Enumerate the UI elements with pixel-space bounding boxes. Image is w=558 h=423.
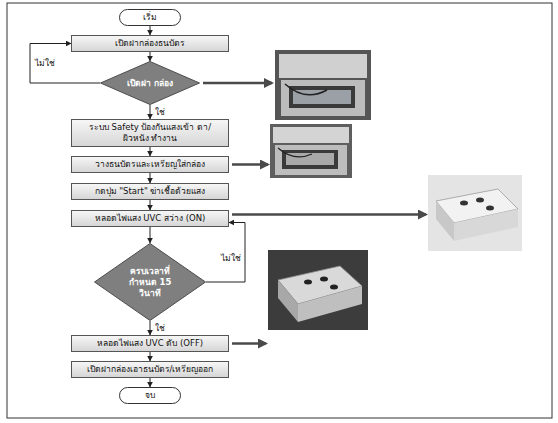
node-text-holder: เปิดฝากล่องเอาธนบัตร/เหรียญออก <box>76 364 224 375</box>
flow-connector <box>150 52 151 61</box>
leader-arrow <box>203 82 272 85</box>
node-label: หลอดไฟแสง UVC ดับ (OFF) <box>76 338 224 349</box>
box-lid <box>279 54 367 78</box>
photo-open-box <box>275 50 371 120</box>
box-side <box>436 201 454 241</box>
flow-connector <box>150 26 151 35</box>
node-label: หลอดไฟแสง UVC สว่าง (ON) <box>76 213 224 224</box>
node-text-holder: จบ <box>126 390 174 401</box>
process-box: หลอดไฟแสง UVC ดับ (OFF) <box>71 335 229 352</box>
node-label: ระบบ Safety ป้องกันแสงเข้า ตา/ผิวหนัง ทำ… <box>76 122 224 144</box>
process-box: วางธนบัตรและเหรียญใส่กล่อง <box>71 156 229 173</box>
box-front <box>298 286 362 322</box>
node-text-holder: หลอดไฟแสง UVC สว่าง (ON) <box>76 213 224 224</box>
node-text-holder: เปิดฝา กล่อง <box>125 78 175 89</box>
node-text-holder: วางธนบัตรและเหรียญใส่กล่อง <box>76 159 224 170</box>
process-box: หลอดไฟแสง UVC สว่าง (ON) <box>71 210 229 227</box>
box-body <box>275 145 347 175</box>
terminal-oval: จบ <box>119 387 181 404</box>
node-text-holder: กดปุ่ม "Start" ฆ่าเชื้อด้วยแสง <box>76 186 224 197</box>
node-label: เปิดฝา กล่อง <box>125 78 175 89</box>
node-text-holder: เปิดฝากล่องธนบัตร <box>76 38 224 49</box>
flow-connector <box>150 200 151 210</box>
cable <box>278 148 312 157</box>
decision-diamond: ครบเวลาที่ กำหนด 15 วินาที <box>94 243 206 321</box>
leader-arrow <box>232 163 268 166</box>
photo-box-closed-off <box>268 250 368 330</box>
photo-ground <box>428 175 522 251</box>
photo-box-loaded <box>270 124 352 178</box>
process-box: เปิดฝากล่องเอาธนบัตร/เหรียญออก <box>71 361 229 378</box>
process-box: กดปุ่ม "Start" ฆ่าเชื้อด้วยแสง <box>71 183 229 200</box>
box-cavity <box>282 150 338 169</box>
edge-label: ใช่ <box>154 107 166 118</box>
edge-label: ใช่ <box>154 323 166 334</box>
node-text-holder: หลอดไฟแสง UVC ดับ (OFF) <box>76 338 224 349</box>
node-text-holder: เริ่ม <box>126 12 174 23</box>
box-body <box>281 80 365 116</box>
node-label: วางธนบัตรและเหรียญใส่กล่อง <box>76 159 224 170</box>
node-label: ครบเวลาที่ กำหนด 15 วินาที <box>119 266 181 299</box>
process-box: เปิดฝากล่องธนบัตร <box>71 35 229 52</box>
flow-connector <box>150 173 151 183</box>
photo-box-closed-on <box>428 175 522 251</box>
leader-arrow <box>232 342 266 345</box>
terminal-oval: เริ่ม <box>119 9 181 26</box>
photo-ground <box>270 124 352 178</box>
node-text-holder: ครบเวลาที่ กำหนด 15 วินาที <box>119 266 181 299</box>
edge-label: ไม่ใช่ <box>34 58 56 69</box>
photo-ground <box>268 250 368 330</box>
box-lid <box>273 127 349 143</box>
hole <box>304 280 312 285</box>
box-side <box>278 280 298 322</box>
flow-connector <box>150 227 151 243</box>
process-box: ระบบ Safety ป้องกันแสงเข้า ตา/ผิวหนัง ทำ… <box>71 119 229 147</box>
cable <box>285 84 327 95</box>
flow-connector <box>206 223 245 283</box>
flow-connector <box>150 105 151 119</box>
flow-connector <box>150 352 151 361</box>
box-front <box>454 209 518 241</box>
flow-connector <box>150 378 151 387</box>
hole <box>476 198 484 203</box>
node-label: เปิดฝากล่องธนบัตร <box>76 38 224 49</box>
hole <box>460 201 468 206</box>
hole <box>486 206 494 211</box>
node-text-holder: ระบบ Safety ป้องกันแสงเข้า ตา/ผิวหนัง ทำ… <box>76 122 224 144</box>
box-cavity <box>289 86 355 108</box>
node-label: กดปุ่ม "Start" ฆ่าเชื้อด้วยแสง <box>76 186 224 197</box>
node-label: เปิดฝากล่องเอาธนบัตร/เหรียญออก <box>76 364 224 375</box>
diamond-shape <box>101 62 200 105</box>
hole <box>330 285 338 290</box>
node-label: เริ่ม <box>126 12 174 23</box>
flow-connector <box>150 147 151 156</box>
node-label: จบ <box>126 390 174 401</box>
photo-ground <box>275 50 371 120</box>
decision-diamond: เปิดฝา กล่อง <box>100 61 200 105</box>
leader-arrow <box>232 213 426 216</box>
flow-connector <box>150 321 151 335</box>
outer-frame <box>7 3 552 418</box>
edge-label: ไม่ใช่ <box>220 253 242 264</box>
hole <box>320 277 328 282</box>
diamond-shape <box>95 244 206 321</box>
